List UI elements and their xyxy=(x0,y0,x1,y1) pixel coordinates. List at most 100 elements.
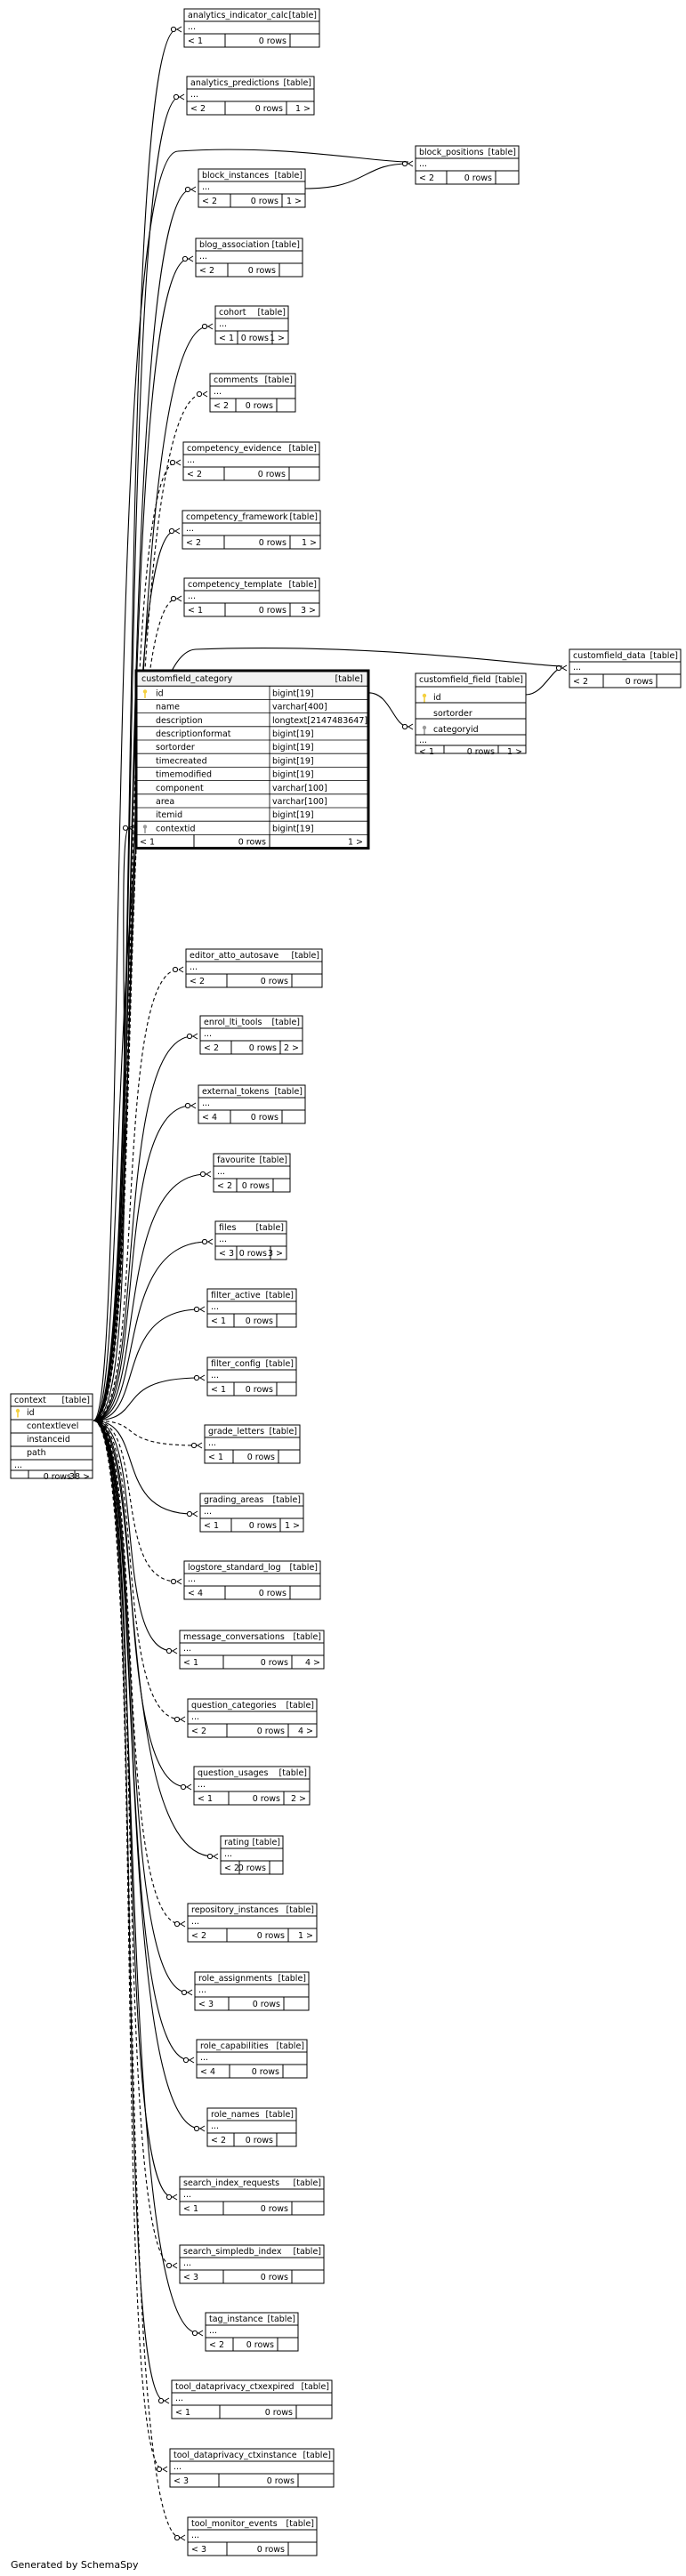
primary-key-icon xyxy=(142,689,148,698)
table-type-label: [table] xyxy=(294,2178,321,2188)
row-count: 0 rows xyxy=(255,104,283,114)
parent-count: < 2 xyxy=(191,1931,206,1941)
row-count: 0 rows xyxy=(625,677,653,687)
parent-count: < 2 xyxy=(217,1181,232,1191)
table-type-label: [table] xyxy=(290,512,318,522)
columns-ellipsis: ... xyxy=(211,1371,219,1381)
table-name: customfield_field xyxy=(419,675,491,685)
row-count: 0 rows xyxy=(267,2476,295,2486)
parent-count: < 2 xyxy=(190,977,205,986)
column-name: descriptionformat xyxy=(156,729,231,739)
row-count: 0 rows xyxy=(246,1385,273,1395)
column-type: varchar[100] xyxy=(272,784,327,793)
columns-ellipsis: ... xyxy=(219,319,227,329)
parent-count: < 2 xyxy=(224,1864,239,1873)
table-type-label: [table] xyxy=(303,2451,331,2460)
table-context[interactable]: context[table]idcontextlevelinstanceidpa… xyxy=(10,1393,93,1482)
table-type-label: [table] xyxy=(256,1223,284,1233)
table-name: logstore_standard_log xyxy=(188,1563,281,1573)
columns-ellipsis: ... xyxy=(188,1574,196,1584)
column-instanceid: instanceid xyxy=(27,1435,70,1445)
columns-ellipsis: ... xyxy=(191,2531,199,2540)
table-name: tool_dataprivacy_ctxinstance xyxy=(174,2451,297,2460)
parent-count: < 3 xyxy=(191,2545,206,2555)
table-customfield-field[interactable]: customfield_field[table]idsortordercateg… xyxy=(415,672,527,757)
table-name: files xyxy=(219,1223,236,1233)
table-name: competency_evidence xyxy=(187,444,282,454)
table-name: customfield_category xyxy=(141,674,233,684)
columns-ellipsis: ... xyxy=(198,1985,206,1995)
column-name: description xyxy=(156,716,203,726)
column-name: itemid xyxy=(156,810,182,820)
table-type-label: [table] xyxy=(272,240,300,250)
table-name: tool_monitor_events xyxy=(191,2519,278,2529)
table-rating[interactable]: rating[table]...< 20 rows xyxy=(220,1835,284,1875)
table-type-label: [table] xyxy=(272,1018,300,1027)
columns-ellipsis: ... xyxy=(208,1438,216,1448)
table-type-label: [table] xyxy=(294,1632,321,1642)
row-count: 0 rows xyxy=(259,538,287,548)
columns-ellipsis: ... xyxy=(174,2462,182,2472)
parent-count: < 3 xyxy=(219,1249,234,1259)
column-type: bigint[19] xyxy=(272,743,314,753)
columns-ellipsis: ... xyxy=(200,2053,208,2063)
column-path: path xyxy=(27,1448,46,1458)
parent-count: < 2 xyxy=(204,1043,219,1053)
child-count: 1 > xyxy=(302,538,317,548)
row-count: 0 rows xyxy=(246,2136,273,2145)
column-type: bigint[19] xyxy=(272,810,314,820)
table-name: analytics_indicator_calc xyxy=(188,11,288,20)
child-count: 1 > xyxy=(507,747,522,757)
table-tool-dataprivacy-ctxexpired[interactable]: tool_dataprivacy_ctxexpired[table]...< 1… xyxy=(171,2379,333,2419)
column-sortorder: sortorder xyxy=(433,709,472,719)
table-tool-dataprivacy-ctxinstance[interactable]: tool_dataprivacy_ctxinstance[table]...< … xyxy=(169,2448,335,2488)
parent-count: < 1 xyxy=(204,1521,219,1531)
row-count: 0 rows xyxy=(249,1043,277,1053)
table-type-label: [table] xyxy=(289,580,317,590)
foreign-key-icon xyxy=(142,825,148,833)
parent-count: < 1 xyxy=(211,1385,226,1395)
column-name: timemodified xyxy=(156,770,212,780)
table-type-label: [table] xyxy=(266,2110,294,2120)
parent-count: < 4 xyxy=(200,2067,215,2077)
column-type: bigint[19] xyxy=(272,756,314,766)
parent-count: < 1 xyxy=(208,1453,223,1462)
columns-ellipsis: ... xyxy=(191,1917,199,1927)
